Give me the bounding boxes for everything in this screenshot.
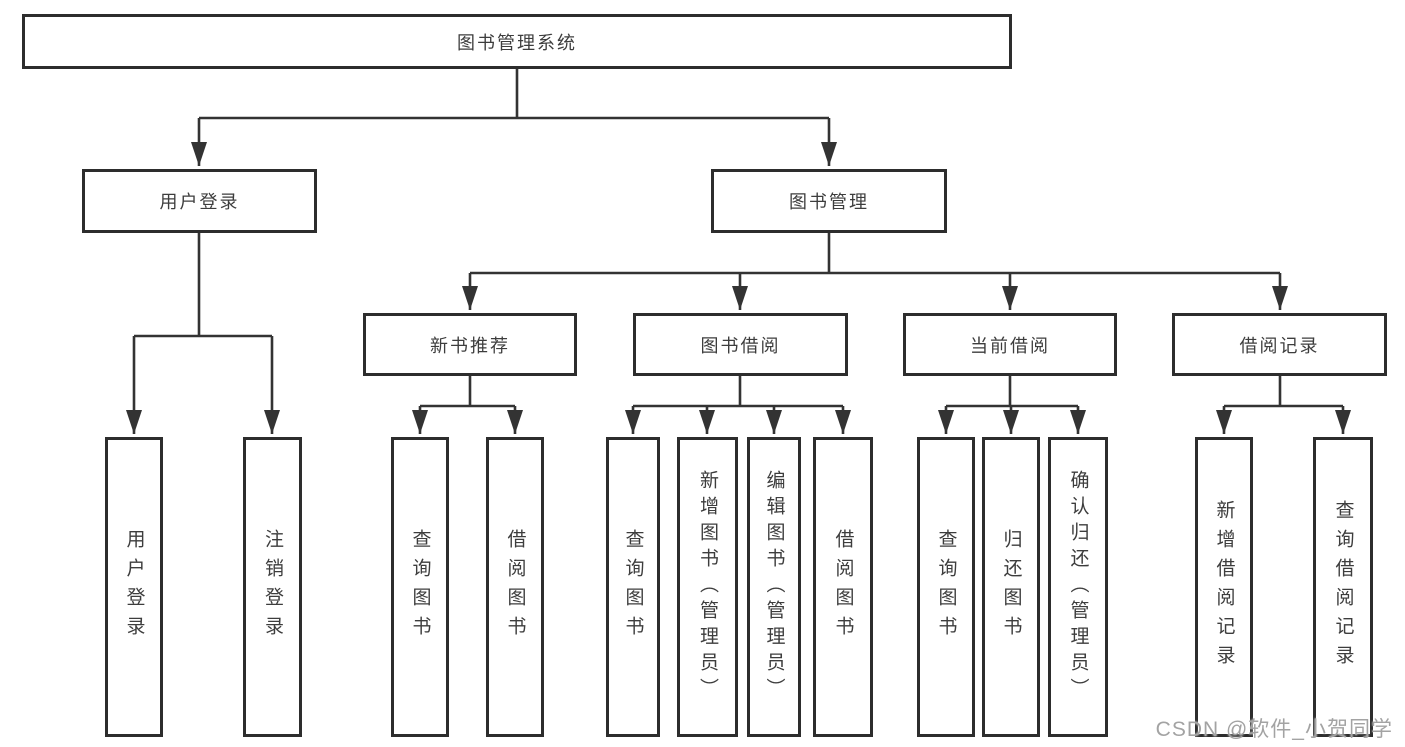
leaf-borrow-add-admin: 新增图书（管理员） bbox=[677, 437, 738, 737]
leaf-user-login-label: 用户登录 bbox=[123, 529, 145, 645]
leaf-current-confirm-admin: 确认归还（管理员） bbox=[1048, 437, 1108, 737]
leaf-borrow-edit-admin: 编辑图书（管理员） bbox=[747, 437, 801, 737]
leaf-borrow-add-admin-label: 新增图书（管理员） bbox=[697, 470, 718, 704]
leaf-borrow-book-label: 借阅图书 bbox=[832, 529, 854, 645]
node-book-management-label: 图书管理 bbox=[789, 192, 869, 212]
leaf-current-confirm-admin-label: 确认归还（管理员） bbox=[1067, 470, 1089, 704]
leaf-newbook-query: 查询图书 bbox=[391, 437, 449, 737]
leaf-logout: 注销登录 bbox=[243, 437, 302, 737]
leaf-borrow-query: 查询图书 bbox=[606, 437, 660, 737]
leaf-user-login: 用户登录 bbox=[105, 437, 163, 737]
node-current-borrow: 当前借阅 bbox=[903, 313, 1117, 376]
node-borrow-records-label: 借阅记录 bbox=[1239, 335, 1320, 356]
node-borrow-records: 借阅记录 bbox=[1172, 313, 1387, 376]
leaf-newbook-query-label: 查询图书 bbox=[409, 529, 431, 645]
node-book-borrow-label: 图书借阅 bbox=[700, 335, 781, 356]
leaf-newbook-borrow: 借阅图书 bbox=[486, 437, 544, 737]
node-user-login-label: 用户登录 bbox=[159, 192, 240, 212]
node-new-book-recommend: 新书推荐 bbox=[363, 313, 577, 376]
leaf-current-query: 查询图书 bbox=[917, 437, 975, 737]
leaf-record-add-label: 新增借阅记录 bbox=[1213, 500, 1235, 674]
leaf-record-add: 新增借阅记录 bbox=[1195, 437, 1253, 737]
leaf-current-return: 归还图书 bbox=[982, 437, 1040, 737]
leaf-record-query: 查询借阅记录 bbox=[1313, 437, 1373, 737]
leaf-borrow-query-label: 查询图书 bbox=[622, 529, 644, 645]
leaf-current-return-label: 归还图书 bbox=[1000, 529, 1022, 645]
node-new-book-recommend-label: 新书推荐 bbox=[430, 335, 510, 356]
node-book-borrow: 图书借阅 bbox=[633, 313, 848, 376]
leaf-record-query-label: 查询借阅记录 bbox=[1332, 500, 1354, 674]
node-user-login: 用户登录 bbox=[82, 169, 317, 233]
leaf-current-query-label: 查询图书 bbox=[935, 529, 957, 645]
node-current-borrow-label: 当前借阅 bbox=[970, 335, 1050, 356]
leaf-borrow-edit-admin-label: 编辑图书（管理员） bbox=[763, 470, 785, 704]
leaf-borrow-book: 借阅图书 bbox=[813, 437, 873, 737]
node-root: 图书管理系统 bbox=[22, 14, 1012, 69]
leaf-newbook-borrow-label: 借阅图书 bbox=[504, 529, 526, 645]
node-book-management: 图书管理 bbox=[711, 169, 947, 233]
node-root-label: 图书管理系统 bbox=[457, 32, 577, 53]
leaf-logout-label: 注销登录 bbox=[262, 529, 283, 645]
csdn-watermark: CSDN @软件_小贺同学 bbox=[1155, 718, 1393, 741]
